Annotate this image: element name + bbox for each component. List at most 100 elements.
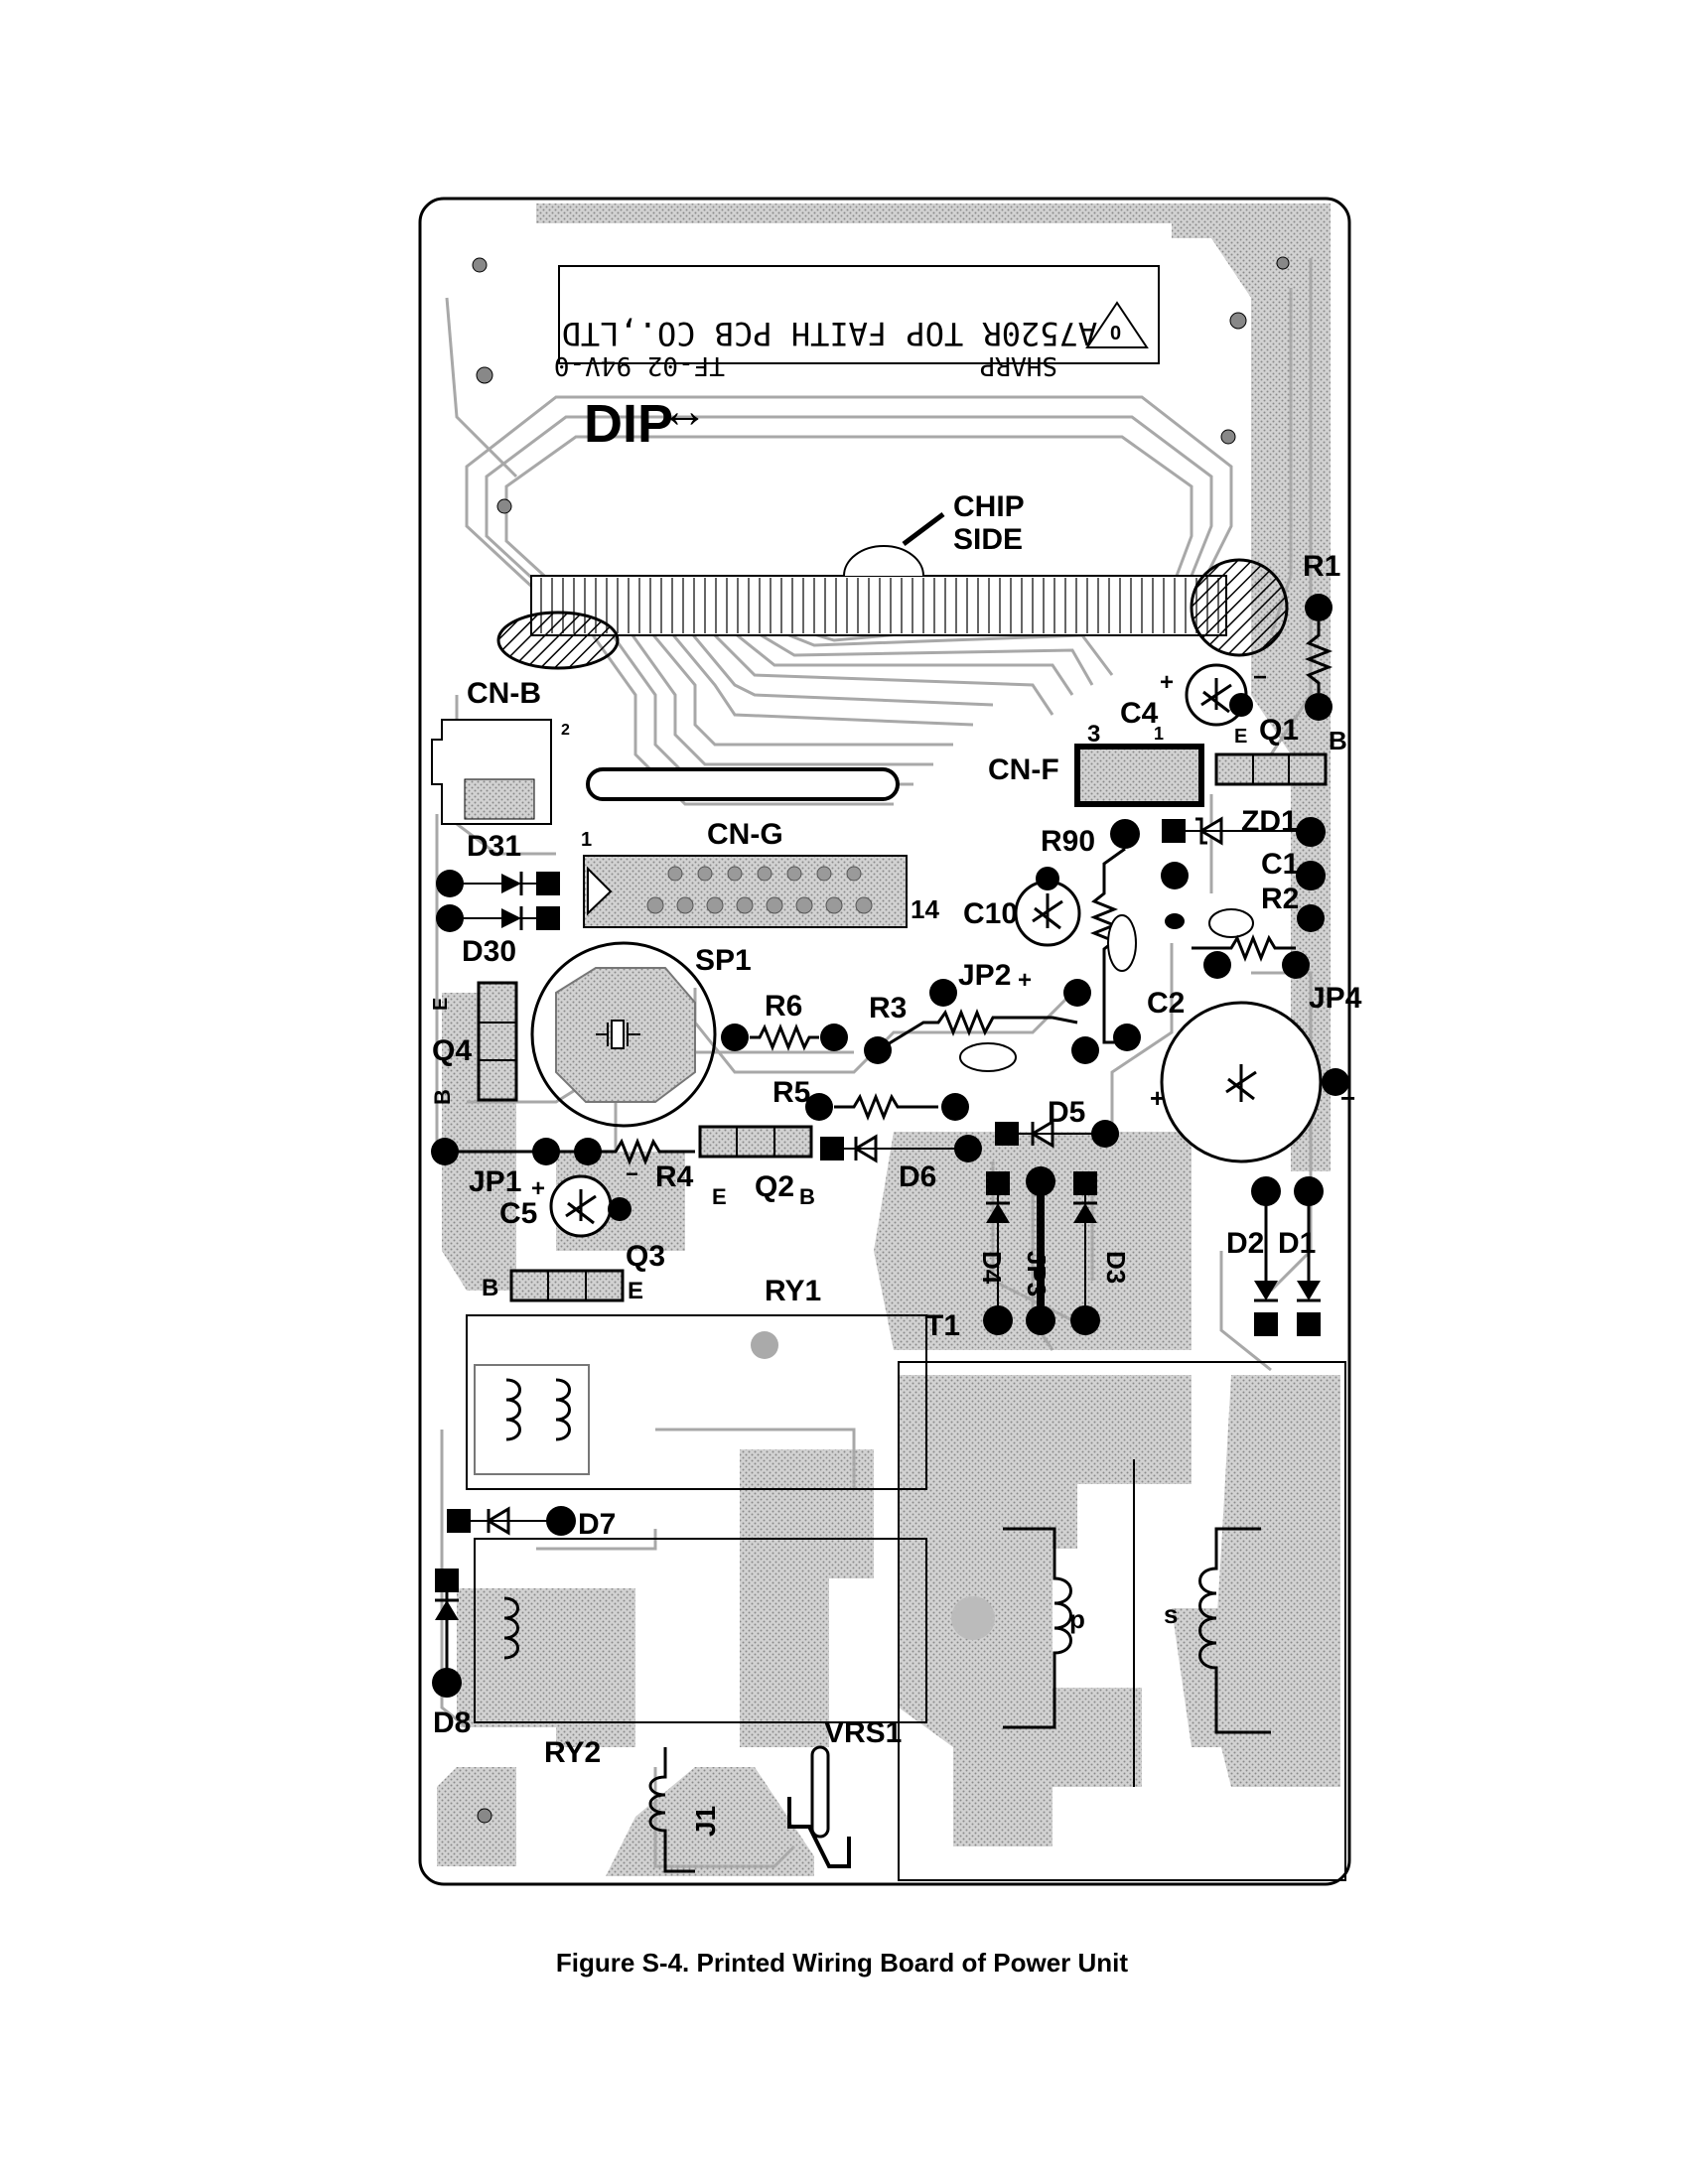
sp1-pad [555, 967, 696, 1103]
q3-transistor [509, 1269, 625, 1302]
c5-label: C5 [499, 1197, 537, 1230]
cn-f-connector [1074, 744, 1204, 807]
c4-minus: − [1253, 664, 1267, 691]
d6-diode [820, 1134, 982, 1163]
zd1-label: ZD1 [1241, 805, 1298, 838]
silkscreen-code: TF-02 94V-0 [554, 350, 725, 380]
t1-label: T1 [925, 1309, 960, 1342]
d7-diode [447, 1506, 576, 1536]
cn-f-label: CN-F [988, 753, 1059, 786]
ry2-label: RY2 [544, 1736, 601, 1769]
cn-f-pin1: 1 [1154, 724, 1164, 744]
r3-resistor [864, 1008, 1078, 1064]
mount-circle-right [1190, 558, 1289, 657]
q1-label: Q1 [1259, 714, 1299, 747]
r2-label: R2 [1261, 883, 1299, 915]
d5-diode [995, 1119, 1119, 1149]
c10-label: C10 [963, 897, 1018, 930]
c4-symbol-icon [1200, 678, 1232, 714]
silkscreen-main: FA7520R TOP FAITH PCB CO.,LTD [562, 315, 1117, 352]
r5-label: R5 [772, 1076, 810, 1109]
cn-b-label: CN-B [467, 677, 541, 710]
r2-resistor [1192, 933, 1296, 963]
r1-resistor [1304, 594, 1333, 721]
r3-label: R3 [869, 992, 907, 1024]
d3-label: D3 [1101, 1251, 1131, 1284]
d3-diode [1070, 1171, 1100, 1335]
d30-diode [436, 904, 560, 932]
q3-label: Q3 [626, 1240, 665, 1273]
c4-plus: + [1160, 669, 1174, 696]
d7-label: D7 [578, 1508, 616, 1541]
ry2-relay [474, 1538, 927, 1723]
c5-plus: + [531, 1175, 545, 1202]
dip-arrow-icon: ↔ [660, 385, 708, 438]
q4-label: Q4 [432, 1034, 472, 1067]
cn-g-pin1: 1 [581, 829, 592, 851]
cn-g-key-icon [587, 866, 613, 916]
silkscreen-sub-group: TF-02 94V-0 SHARP [554, 350, 1057, 380]
d4-label: D4 [977, 1251, 1007, 1285]
silkscreen-sub: SHARP [980, 350, 1057, 380]
q1-e-label: E [1234, 726, 1247, 748]
cn-g-connector [583, 855, 908, 928]
c5-symbol-icon [565, 1189, 597, 1225]
mount-oval-left [496, 611, 620, 670]
q2-label: Q2 [755, 1170, 794, 1203]
t1-primary-coil-icon [1003, 1527, 1072, 1729]
jp2-label: JP2 [958, 959, 1011, 992]
q1-transistor [1214, 752, 1328, 786]
q3-b-label: B [482, 1275, 498, 1301]
q4-b-label: B [430, 1089, 455, 1105]
chip-side-arrow-icon [902, 512, 945, 546]
c2-label: C2 [1147, 987, 1185, 1020]
q4-e-label: E [430, 998, 452, 1011]
zd1-zener [1162, 816, 1326, 847]
cn-b-pin2: 2 [561, 722, 570, 739]
ry1-label: RY1 [765, 1275, 821, 1307]
warning-triangle-icon [1085, 301, 1149, 348]
d1-diode [1294, 1176, 1324, 1336]
d31-label: D31 [467, 830, 521, 863]
d4-diode [983, 1171, 1013, 1335]
q4-transistor [477, 981, 518, 1102]
sp1-speaker [530, 941, 717, 1128]
sp1-crystal-icon [596, 1020, 640, 1049]
jp2-plus: + [1018, 967, 1032, 994]
silkscreen-box [558, 265, 1160, 364]
r4-label: R4 [655, 1160, 694, 1193]
silkscreen-text: FA7520R TOP FAITH PCB CO.,LTD [562, 315, 1117, 352]
dip-label: DIP [584, 394, 673, 454]
ry2-coil-icon [503, 1596, 519, 1660]
vrs1-label: VRS1 [824, 1716, 902, 1749]
cn-b-pins [464, 778, 535, 820]
cn-g-label: CN-G [707, 818, 783, 851]
ry1-coil-icon [505, 1378, 571, 1441]
d8-diode [432, 1569, 462, 1698]
board-slot [586, 767, 900, 801]
d31-diode [436, 870, 560, 897]
c1-label: C1 [1261, 848, 1299, 881]
t1-s-label: s [1164, 1599, 1178, 1629]
t1-p-label: p [1069, 1604, 1085, 1634]
c10-symbol-icon [1032, 893, 1063, 930]
jp3-label: JP3 [1022, 1251, 1052, 1297]
copper-regions [437, 204, 1340, 1876]
cn-g-pin14: 14 [911, 894, 939, 924]
chip-side-line1: CHIP [953, 490, 1025, 523]
q2-b-label: B [799, 1184, 815, 1209]
ry1-relay [466, 1314, 927, 1490]
c5-minus: − [626, 1161, 638, 1186]
j1-coil-icon [648, 1747, 695, 1873]
warning-mark: 0 [1110, 323, 1121, 344]
c2-plus: + [1150, 1083, 1165, 1113]
r6-resistor [721, 1023, 848, 1052]
jp2-oval [959, 1042, 1017, 1072]
jp1-label: JP1 [469, 1165, 521, 1198]
r6-label: R6 [765, 990, 802, 1023]
header-pin-comb [530, 575, 1227, 636]
t1-transformer [898, 1361, 1346, 1881]
t1-secondary-coil-icon [1198, 1527, 1271, 1734]
d6-label: D6 [899, 1160, 936, 1193]
d2-diode [1251, 1176, 1281, 1336]
